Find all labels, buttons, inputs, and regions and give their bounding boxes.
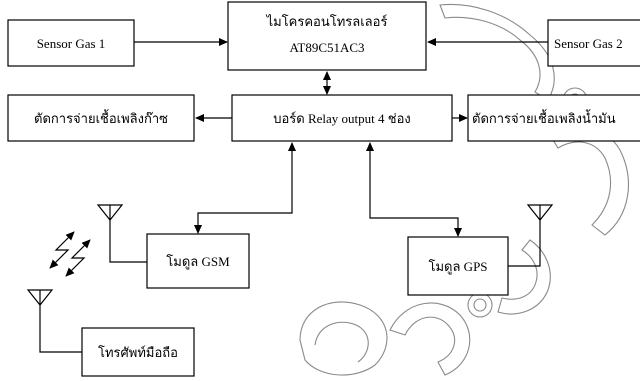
gps-module-label: โมดูล GPS: [428, 259, 487, 275]
gas-fuel-cutoff-label: ตัดการจ่ายเชื้อเพลิงก๊าซ: [34, 109, 168, 126]
microcontroller-block: ไมโครคอนโทรลเลอร์ AT89C51AC3: [227, 1, 427, 71]
gas-fuel-cutoff-block: ตัดการจ่ายเชื้อเพลิงก๊าซ: [7, 94, 195, 142]
gsm-module-label: โมดูล GSM: [166, 254, 230, 270]
gps-module-block: โมดูล GPS: [407, 236, 509, 296]
sensor-gas-1-label: Sensor Gas 1: [37, 36, 106, 51]
relay-board-block: บอร์ด Relay output 4 ช่อง: [231, 94, 453, 142]
microcontroller-model: AT89C51AC3: [289, 40, 364, 55]
microcontroller-title: ไมโครคอนโทรลเลอร์: [266, 14, 388, 29]
mobile-phone-block: โทรศัพท์มือถือ: [81, 327, 195, 377]
phone-antenna-icon: [26, 289, 54, 306]
sensor-gas-2-label: Sensor Gas 2: [554, 36, 623, 51]
sensor-gas-2-block: Sensor Gas 2: [547, 19, 640, 67]
gsm-antenna-icon: [96, 204, 124, 221]
gps-antenna-icon: [526, 204, 554, 221]
relay-board-label: บอร์ด Relay output 4 ช่อง: [273, 111, 411, 126]
oil-fuel-cutoff-label: ตัดการจ่ายเชื้อเพลิงน้ำมัน: [472, 109, 616, 126]
sensor-gas-1-block: Sensor Gas 1: [7, 19, 135, 67]
gsm-module-block: โมดูล GSM: [146, 233, 250, 289]
connection-lines: [39, 38, 548, 353]
mobile-phone-label: โทรศัพท์มือถือ: [98, 345, 178, 360]
wireless-link-icon: [49, 231, 91, 277]
oil-fuel-cutoff-block: ตัดการจ่ายเชื้อเพลิงน้ำมัน: [467, 94, 640, 142]
